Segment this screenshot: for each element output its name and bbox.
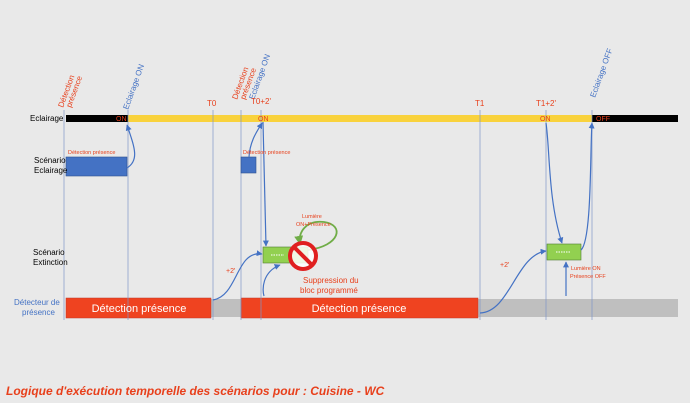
plus2-1: +2' [226, 268, 235, 275]
row-label-scenario-extinction-1: Scénario [33, 248, 65, 257]
row-label-scenario-eclairage-1: Scénario [34, 156, 66, 165]
eclairage-off-bar-left [66, 115, 128, 122]
small-detection-1: Détection présence [68, 150, 115, 156]
bar-label-off: OFF [596, 116, 610, 123]
lumiere-2b: Présence OFF [570, 274, 606, 280]
suppression-line-1: Suppression du [303, 276, 359, 285]
arrow-t0-plus-to-extinction [262, 121, 269, 247]
row-label-detecteur-2: présence [22, 308, 55, 317]
arrow-eclairage-off [580, 122, 595, 251]
time-label-t0: T0 [207, 99, 217, 108]
row-label-detecteur-1: Détecteur de [14, 298, 60, 307]
time-label-t1: T1 [475, 99, 485, 108]
detector-bar-2-label: Détection présence [312, 303, 407, 315]
time-label-t0-plus: T0+2' [251, 97, 271, 106]
bar-label-on-3: ON [540, 116, 551, 123]
time-label-t1-plus: T1+2' [536, 99, 556, 108]
arrow-to-extinction-2 [479, 248, 547, 314]
bar-label-on-2: ON [258, 116, 269, 123]
row-label-eclairage: Eclairage [30, 114, 64, 123]
small-detection-2: Détection présence [243, 150, 290, 156]
scenario-eclairage-block-2 [240, 156, 257, 174]
arrow-to-extinction-1 [212, 250, 263, 301]
scenario-eclairage-block-1 [65, 156, 128, 177]
arrow-t1-plus-to-extinction [545, 122, 564, 244]
eclairage-off-bar-right [592, 115, 678, 122]
lumiere-1a: Lumière [302, 214, 322, 220]
row-label-scenario-eclairage-2: Eclairage [34, 166, 68, 175]
row-label-scenario-extinction-2: Extinction [33, 258, 68, 267]
plus2-2: +2' [500, 262, 509, 269]
arrow-eclairage-on-2 [248, 122, 263, 158]
arrow-eclairage-on-1 [125, 124, 136, 169]
eclairage-on-bar [128, 115, 592, 122]
top-label-eclairage-off: Eclairage OFF [588, 47, 614, 99]
lumiere-2a: Lumière ON [571, 266, 601, 272]
detector-bar-1 [65, 297, 212, 319]
caption: Logique d'exécution temporelle des scéna… [6, 384, 385, 398]
suppression-line-2: bloc programmé [300, 286, 358, 295]
arrow-presence-to-extinction [262, 264, 281, 297]
detector-bar-1-label: Détection présence [92, 303, 187, 315]
bar-label-on-1: ON [116, 116, 127, 123]
prohibited-icon [288, 241, 318, 271]
top-label-eclairage-on-1: Eclairage ON [121, 63, 146, 111]
lumiere-loop-arrow [294, 220, 338, 251]
lumiere-1b: ON+Présence [296, 222, 331, 228]
